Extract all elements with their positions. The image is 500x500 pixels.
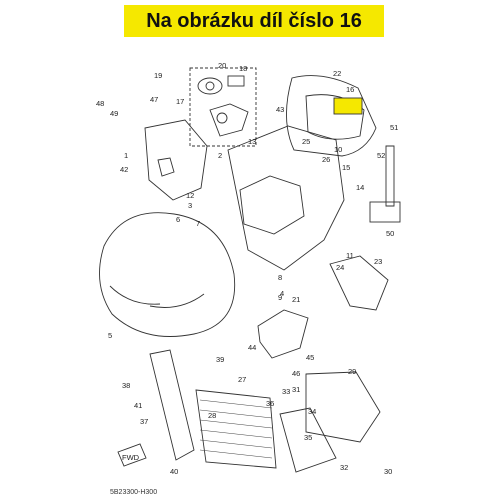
callout-label-3: 3 xyxy=(188,201,192,210)
callout-label-1: 1 xyxy=(124,151,128,160)
callout-label-13: 13 xyxy=(248,137,256,146)
callout-label-40: 40 xyxy=(170,467,178,476)
callout-label-29: 29 xyxy=(348,367,356,376)
callout-label-14: 14 xyxy=(356,183,364,192)
callout-label-22: 22 xyxy=(333,69,341,78)
callout-label-4: 4 xyxy=(280,289,284,298)
callout-label-30: 30 xyxy=(384,467,392,476)
front-fender xyxy=(99,212,236,337)
callout-label-2: 2 xyxy=(218,151,222,160)
front-cover xyxy=(144,119,208,201)
callout-label-48: 48 xyxy=(96,99,104,108)
callout-label-15: 15 xyxy=(342,163,350,172)
callout-label-10: 10 xyxy=(334,145,342,154)
leg-shield xyxy=(227,125,345,271)
callout-label-11: 11 xyxy=(346,251,354,260)
callout-label-44: 44 xyxy=(248,343,256,352)
callout-label-33: 33 xyxy=(282,387,290,396)
side-cover xyxy=(329,255,389,311)
front-side xyxy=(149,349,195,461)
callout-label-23: 23 xyxy=(374,257,382,266)
callout-label-45: 45 xyxy=(306,353,314,362)
callout-label-38: 38 xyxy=(122,381,130,390)
fwd-arrow xyxy=(117,443,147,467)
callout-label-49: 49 xyxy=(110,109,118,118)
callout-label-31: 31 xyxy=(292,385,300,394)
callout-label-35: 35 xyxy=(304,433,312,442)
key-switch-box xyxy=(189,67,257,147)
callout-label-6: 6 xyxy=(176,215,180,224)
callout-label-37: 37 xyxy=(140,417,148,426)
callout-label-26: 26 xyxy=(322,155,330,164)
callout-label-47: 47 xyxy=(150,95,158,104)
callout-label-52: 52 xyxy=(377,151,385,160)
callout-label-9: 9 xyxy=(278,293,282,302)
callout-label-46: 46 xyxy=(292,369,300,378)
callout-label-24: 24 xyxy=(336,263,344,272)
bracket xyxy=(257,309,309,359)
part-50 xyxy=(369,201,401,223)
callout-label-42: 42 xyxy=(120,165,128,174)
callout-label-43: 43 xyxy=(276,105,284,114)
callout-label-20: 20 xyxy=(218,61,226,70)
lower-grille xyxy=(195,389,277,469)
key-switch-assembly xyxy=(197,75,249,137)
callout-label-17: 17 xyxy=(176,97,184,106)
callout-label-51: 51 xyxy=(390,123,398,132)
fwd-label: FWD xyxy=(122,453,140,462)
callout-label-36: 36 xyxy=(266,399,274,408)
callout-label-32: 32 xyxy=(340,463,348,472)
callout-label-50: 50 xyxy=(386,229,394,238)
callout-label-19: 19 xyxy=(154,71,162,80)
page-title: Na obrázku díl číslo 16 xyxy=(124,5,384,37)
callout-label-5: 5 xyxy=(108,331,112,340)
callout-label-7: 7 xyxy=(196,219,200,228)
callout-label-21: 21 xyxy=(292,295,300,304)
callout-label-18: 18 xyxy=(239,64,247,73)
callout-label-39: 39 xyxy=(216,355,224,364)
callout-label-34: 34 xyxy=(308,407,316,416)
callout-label-41: 41 xyxy=(134,401,142,410)
callout-label-25: 25 xyxy=(302,137,310,146)
callout-label-12: 12 xyxy=(186,191,194,200)
windshield xyxy=(286,75,377,157)
callout-label-28: 28 xyxy=(208,411,216,420)
callout-label-8: 8 xyxy=(278,273,282,282)
callout-label-27: 27 xyxy=(238,375,246,384)
part-16-highlight xyxy=(333,97,363,115)
diagram-code: 5B23300-H300 xyxy=(110,489,157,496)
callout-label-16: 16 xyxy=(346,85,354,94)
side-panel xyxy=(305,371,381,443)
part-51 xyxy=(385,145,395,207)
lower-cover xyxy=(279,407,337,473)
